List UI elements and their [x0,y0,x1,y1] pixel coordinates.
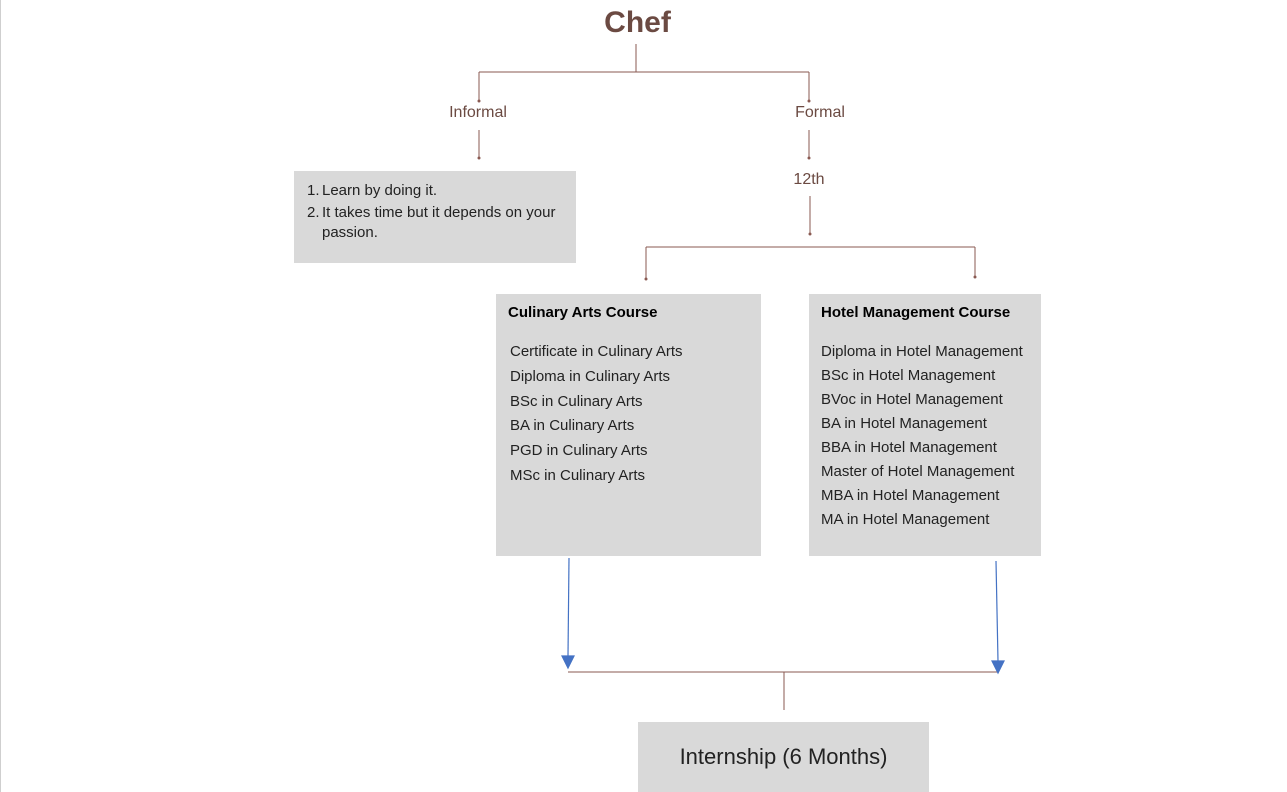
arrow-hotel-line [995,560,999,662]
course-item: BSc in Culinary Arts [510,392,643,410]
course-item: Master of Hotel Management [821,463,1015,480]
informal-note-item: 1. Learn by doing it. [294,181,576,201]
course-item: BA in Hotel Management [821,415,987,432]
branch-informal: Informal [449,104,507,121]
branch-12th: 12th [793,171,825,188]
course-item: BBA in Hotel Management [821,439,997,456]
internship-box: Internship (6 Months) [638,722,929,792]
course-item: MBA in Hotel Management [821,487,1000,504]
frame-border [0,0,1,792]
note-text: Learn by doing it. [322,182,438,199]
course-item: Diploma in Hotel Management [821,343,1023,360]
arrow-culinary-head [561,655,575,670]
course-item: MSc in Culinary Arts [510,466,646,484]
informal-note-item: 2. It takes time but it depends on your … [294,203,576,243]
arrow-culinary-line [567,557,570,657]
course-item: MA in Hotel Management [821,511,990,528]
hotel-course-box: Hotel Management Course Diploma in Hotel… [809,294,1041,556]
note-number: 2. [307,204,320,221]
hotel-course-title: Hotel Management Course [821,304,1011,321]
arrow-hotel-head [991,660,1005,675]
course-item: Diploma in Culinary Arts [510,367,671,385]
course-item: BSc in Hotel Management [821,367,996,384]
hotel-course-list: Diploma in Hotel Management BSc in Hotel… [821,342,1023,534]
informal-notes-box: 1. Learn by doing it. 2. It takes time b… [294,171,576,263]
note-text: It takes time but it depends on your pas… [322,204,556,241]
informal-notes-list: 1. Learn by doing it. 2. It takes time b… [294,181,576,243]
course-item: BA in Culinary Arts [510,417,635,435]
branch-formal: Formal [795,104,845,121]
culinary-course-title: Culinary Arts Course [508,304,658,321]
course-item: PGD in Culinary Arts [510,442,648,460]
chart-title-chef: Chef [604,6,671,39]
note-number: 1. [307,182,320,199]
culinary-course-box: Culinary Arts Course Certificate in Culi… [496,294,761,556]
course-item: Certificate in Culinary Arts [510,343,683,360]
course-item: BVoc in Hotel Management [821,391,1003,408]
culinary-course-list: Certificate in Culinary Arts Diploma in … [510,342,683,491]
